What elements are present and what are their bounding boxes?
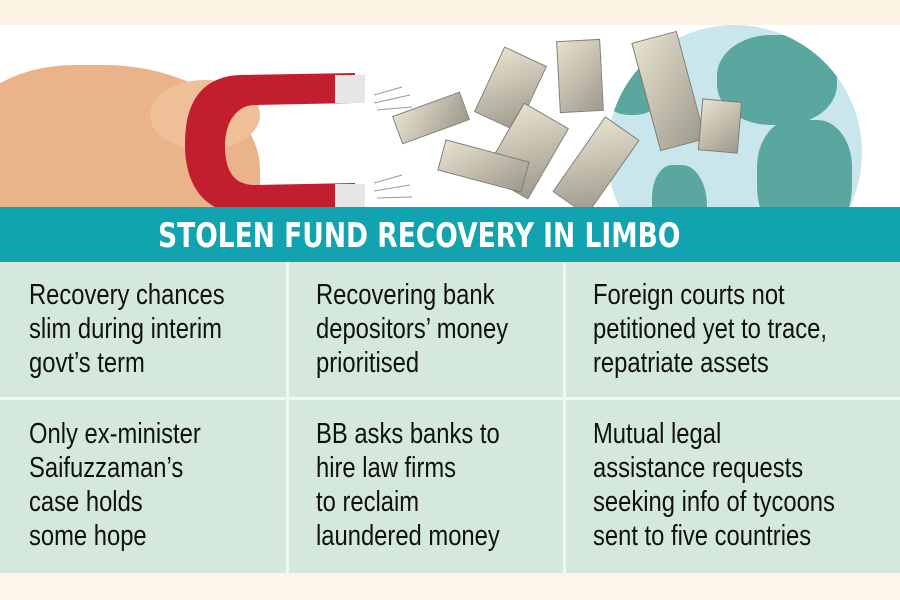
info-cell: Recovering bank depositors’ money priori… — [289, 262, 563, 397]
cell-text: Foreign courts not petitioned yet to tra… — [593, 279, 827, 379]
info-grid: Recovery chances slim during interim gov… — [0, 262, 900, 574]
banner-title: STOLEN FUND RECOVERY IN LIMBO — [158, 216, 681, 256]
info-cell: Recovery chances slim during interim gov… — [0, 262, 286, 397]
cell-text: Recovering bank depositors’ money priori… — [316, 279, 509, 379]
hero-illustration — [0, 25, 900, 207]
info-cell: Mutual legal assistance requests seeking… — [566, 400, 900, 574]
grid-divider — [563, 400, 566, 574]
banknote-icon — [697, 98, 743, 154]
grid-divider — [289, 397, 563, 400]
grid-divider — [286, 397, 289, 400]
cell-text: BB asks banks to hire law firms to recla… — [316, 418, 500, 552]
top-band — [0, 0, 900, 25]
bottom-band — [0, 573, 900, 600]
info-cell: BB asks banks to hire law firms to recla… — [289, 400, 563, 574]
magnetic-field-icon — [373, 86, 413, 199]
magnet-icon — [185, 73, 365, 207]
info-cell: Foreign courts not petitioned yet to tra… — [566, 262, 900, 397]
cell-text: Recovery chances slim during interim gov… — [29, 279, 225, 379]
info-cell: Only ex-minister Saifuzzaman’s case hold… — [0, 400, 286, 574]
grid-divider — [286, 262, 289, 397]
grid-divider — [566, 397, 900, 400]
grid-divider — [563, 397, 566, 400]
cell-text: Only ex-minister Saifuzzaman’s case hold… — [29, 418, 201, 552]
grid-divider — [0, 397, 286, 400]
grid-divider — [286, 400, 289, 574]
banknote-icon — [556, 38, 604, 114]
title-banner — [0, 207, 900, 262]
grid-divider — [563, 262, 566, 397]
cell-text: Mutual legal assistance requests seeking… — [593, 418, 835, 552]
